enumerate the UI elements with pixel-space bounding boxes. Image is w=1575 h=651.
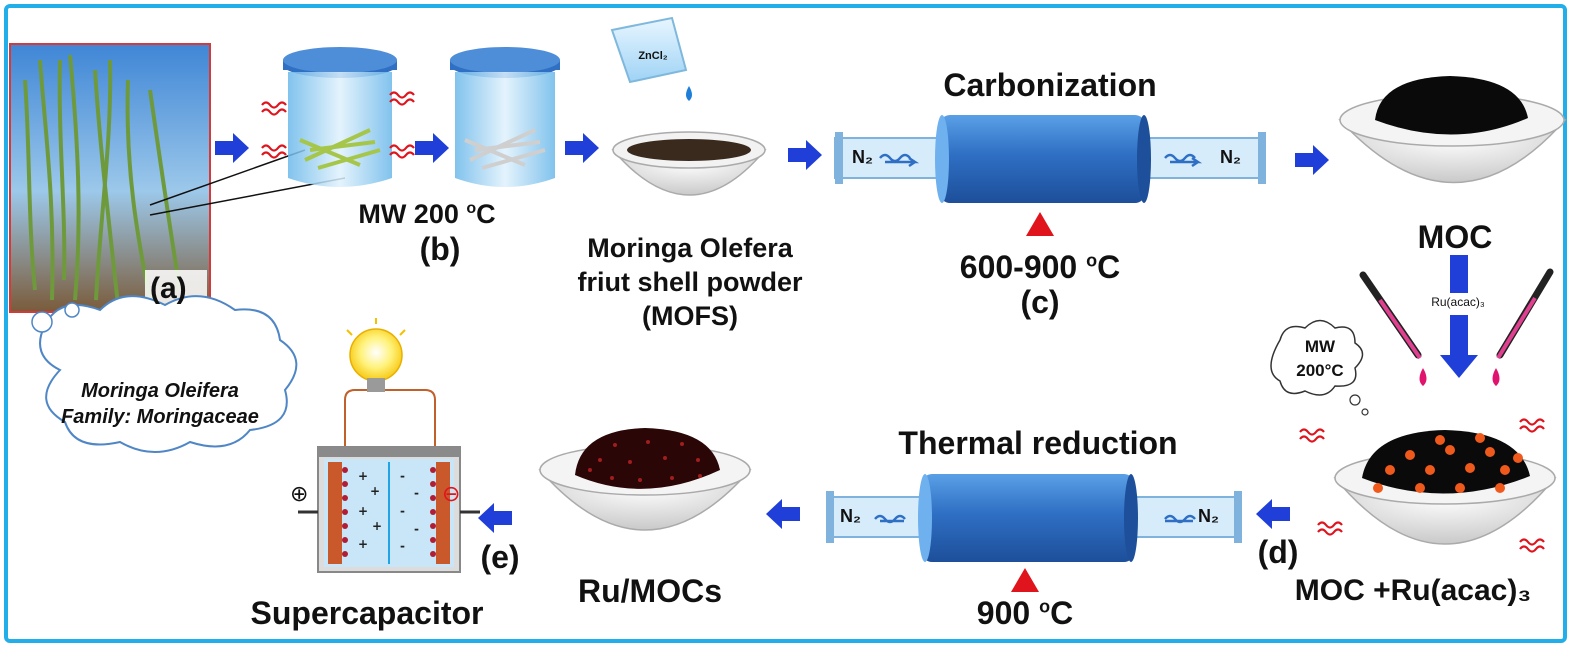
n2-in: N₂	[852, 147, 873, 167]
step-b-label: MW 200 oC	[352, 199, 502, 230]
pointer-line	[149, 149, 306, 206]
flow-arrow	[766, 499, 800, 529]
dropper-icon	[1359, 271, 1427, 386]
mofs-line-1: Moringa Olefera	[587, 233, 793, 263]
positive-terminal: ⊕	[290, 481, 309, 506]
carbonization-title: Carbonization	[943, 67, 1157, 103]
species-cloud	[31, 295, 298, 453]
thought-bubble	[1270, 319, 1369, 416]
degree-mark: o	[1086, 250, 1098, 271]
svg-text:+: +	[358, 537, 368, 551]
flow-arrow	[1295, 145, 1329, 175]
flow-arrow	[478, 503, 512, 533]
step-c-tag: (c)	[1020, 284, 1060, 320]
heat-wave	[1518, 538, 1546, 553]
step-b-tag: (b)	[419, 231, 461, 267]
heat-wave	[1298, 428, 1326, 443]
moc-label: MOC	[1417, 219, 1493, 255]
flow-arrow	[1256, 499, 1290, 529]
step-d-tag: (d)	[1257, 534, 1299, 570]
svg-text:-: -	[400, 469, 405, 483]
lightbulb-icon	[346, 318, 406, 392]
flow-arrow	[415, 133, 449, 163]
temp-range: 600-900	[959, 249, 1078, 285]
mw-temp: MW 200	[358, 199, 459, 229]
svg-text:+: +	[358, 504, 368, 518]
svg-text:+: +	[358, 469, 368, 483]
svg-text:-: -	[414, 486, 419, 500]
bubble-temp: 200°C	[1296, 361, 1344, 380]
mofs-bowl	[611, 131, 767, 196]
ru-mocs-bowl	[538, 428, 752, 531]
svg-text:-: -	[414, 522, 419, 536]
negative-terminal: ⊖	[442, 481, 461, 506]
n2-in: N₂	[1198, 506, 1219, 526]
reduction-temp: 900 oC	[960, 595, 1090, 631]
step-a-tag: (a)	[150, 272, 187, 305]
mofs-line-2: friut shell powder	[577, 266, 803, 297]
svg-text:+: +	[370, 484, 380, 498]
temp-unit: C	[1097, 249, 1121, 285]
jar-dry-pods	[450, 47, 560, 187]
carbonization-temp: 600-900 oC	[940, 249, 1140, 285]
flow-arrow	[565, 133, 599, 163]
carbonization-furnace	[834, 115, 1266, 236]
mofs-label: Moringa Olefera friut shell powder (MOFS…	[570, 232, 810, 333]
cloud-species: Moringa Oleifera	[81, 380, 239, 402]
temp-unit: C	[1050, 595, 1074, 631]
svg-text:+: +	[372, 519, 382, 533]
n2-out: N₂	[840, 506, 861, 526]
jar-green-pods	[283, 47, 397, 187]
moringa-photo	[9, 43, 211, 313]
degree-mark: o	[466, 200, 477, 217]
moc-ru-label: MOC +Ru(acac)₃	[1294, 574, 1532, 607]
beaker-label: ZnCl₂	[638, 50, 668, 62]
heat-wave	[260, 101, 288, 116]
diagram-frame	[4, 4, 1567, 643]
flow-arrow	[788, 140, 822, 170]
reduction-title: Thermal reduction	[898, 425, 1178, 461]
flow-arrow	[215, 133, 249, 163]
reagent-label: Ru(acac)₃	[1431, 295, 1485, 309]
degree-mark: o	[1039, 596, 1051, 617]
heat-wave	[1518, 418, 1546, 433]
mofs-line-3: (MOFS)	[642, 300, 738, 331]
svg-text:-: -	[400, 539, 405, 553]
heat-wave	[260, 144, 288, 159]
temp-value: 900	[976, 595, 1031, 631]
cloud-family: Family: Moringaceae	[61, 406, 259, 428]
bubble-mw: MW	[1304, 337, 1336, 356]
moc-ru-bowl	[1333, 430, 1557, 545]
down-arrow	[1422, 255, 1494, 378]
ru-mocs-label: Ru/MOCs	[578, 573, 722, 609]
heat-wave	[388, 91, 416, 106]
supercapacitor-cell: +++++ -----	[298, 389, 480, 573]
step-e-tag: (e)	[480, 539, 520, 575]
temp-unit: C	[476, 199, 496, 229]
dropper-icon	[1492, 268, 1554, 386]
reduction-furnace	[826, 474, 1242, 592]
heat-wave	[1316, 521, 1344, 536]
svg-text:-: -	[400, 504, 405, 518]
zncl2-beaker	[610, 16, 692, 101]
heat-wave	[388, 144, 416, 159]
n2-out: N₂	[1220, 147, 1241, 167]
moc-bowl	[1338, 76, 1567, 184]
supercapacitor-label: Supercapacitor	[250, 595, 484, 631]
